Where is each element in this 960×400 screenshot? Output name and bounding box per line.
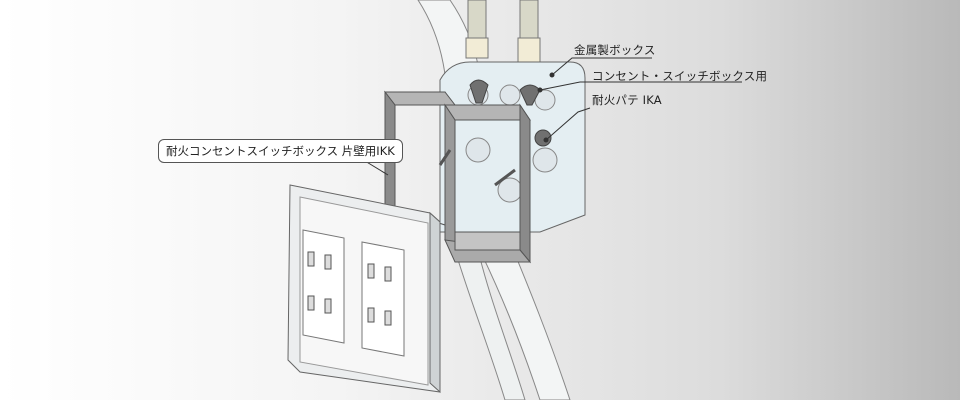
screws bbox=[438, 149, 516, 187]
conduit-pipes bbox=[465, 0, 541, 63]
leader-lines bbox=[364, 57, 742, 176]
label-product-callout: 耐火コンセントスイッチボックス 片壁用IKK bbox=[158, 139, 403, 163]
wall-cable bbox=[454, 249, 526, 400]
label-metal-box: 金属製ボックス bbox=[574, 43, 656, 57]
label-putty-name: 耐火パテ IKA bbox=[592, 93, 662, 107]
cover-plate bbox=[287, 184, 441, 394]
fire-putty bbox=[469, 79, 552, 147]
fire-frame-right bbox=[444, 103, 532, 264]
label-putty-for: コンセント・スイッチボックス用 bbox=[592, 69, 768, 83]
